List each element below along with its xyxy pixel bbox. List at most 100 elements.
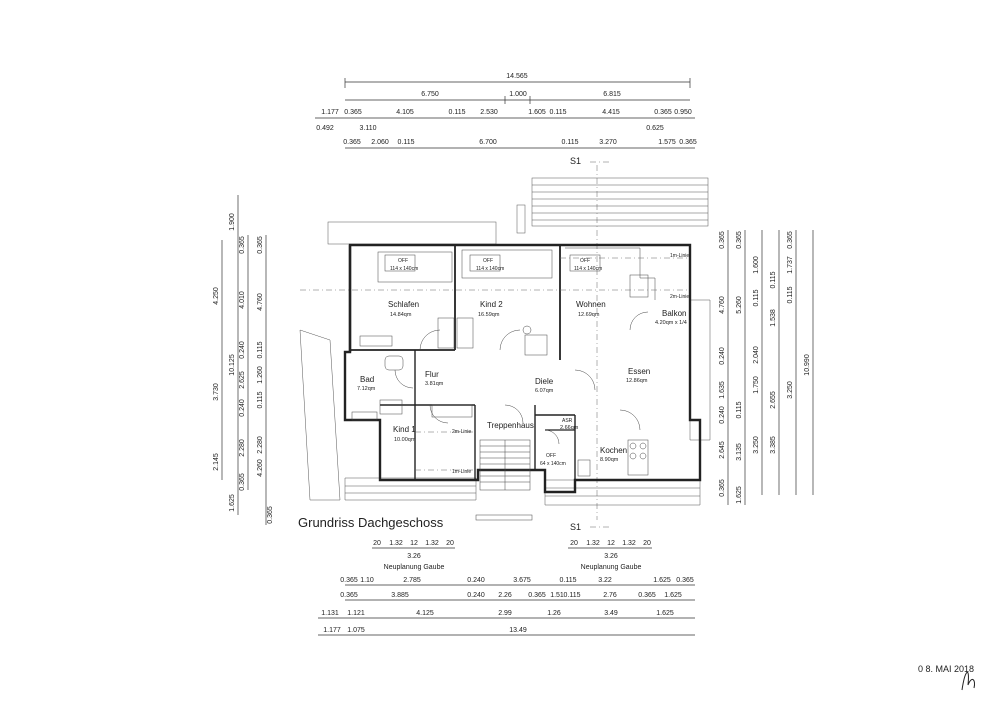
dim-bot2-5: 1.51 <box>550 592 564 599</box>
dim-row1-c: 6.815 <box>603 91 621 98</box>
window-schlafen-off: OFF <box>398 258 408 264</box>
dim-bot1-3: 0.240 <box>467 577 485 584</box>
dim-left-mid1-1: 3.730 <box>213 383 220 401</box>
dim-row4-4: 0.115 <box>562 139 579 146</box>
dim-row2-8: 0.365 <box>654 109 672 116</box>
window-kind2-size: 114 x 140cm <box>476 266 504 272</box>
gaube-left-label: Neuplanung Gaube <box>384 564 445 571</box>
dim-left-mid2-2: 0.240 <box>239 341 246 359</box>
room-bad-area: 7.12qm <box>357 386 376 392</box>
room-flur-area: 3.81qm <box>425 381 444 387</box>
dim-bot2-1: 3.885 <box>391 592 409 599</box>
dim-row2-4: 2.530 <box>480 109 498 116</box>
dim-bot2-7: 2.76 <box>603 592 617 599</box>
dim-bot2-0: 0.365 <box>340 592 358 599</box>
dim-bot4-1: 1.075 <box>347 627 365 634</box>
dim-row2-3: 0.115 <box>449 109 466 116</box>
room-diele-area: 6.07qm <box>535 388 554 394</box>
dim-left-mid2-4: 0.240 <box>239 399 246 417</box>
dim-right-col2-1: 5.260 <box>736 296 743 314</box>
dim-bot2-2: 0.240 <box>467 592 485 599</box>
height-lines: 1m-Linie 2m-Linie 2m-Linie 1m-Linie <box>300 253 690 475</box>
dim-row4-7: 0.365 <box>679 139 697 146</box>
dim-row4-1: 2.060 <box>371 139 389 146</box>
stove-icon <box>627 439 649 476</box>
bed-schlafen <box>377 251 453 283</box>
plan-title: Grundriss Dachgeschoss <box>298 515 444 530</box>
dim-bot3-1: 1.121 <box>347 610 365 617</box>
toilet-icon <box>384 355 404 371</box>
gaube-left-part-3: 1.32 <box>425 540 439 547</box>
left-dimension-chains: 1.900 10.125 1.625 4.250 3.730 2.145 0.3… <box>213 195 274 525</box>
outer-walls <box>343 243 702 494</box>
dim-bot2-8: 0.365 <box>638 592 656 599</box>
line-label-1m-top: 1m-Linie <box>670 253 689 259</box>
dim-row4-5: 3.270 <box>599 139 617 146</box>
dim-bot1-0: 0.365 <box>340 577 358 584</box>
dim-left-mid3-2: 0.115 <box>257 341 264 358</box>
dim-right-col2-3: 3.135 <box>736 443 743 461</box>
interior-walls <box>350 245 576 480</box>
dim-bot1-8: 0.365 <box>676 577 694 584</box>
gaube-right-part-3: 1.32 <box>622 540 636 547</box>
dim-right-overall: 10.990 <box>804 354 811 376</box>
bathtub-icon <box>351 411 378 421</box>
dim-bot1-4: 3.675 <box>513 577 531 584</box>
room-kochen-area: 8.90qm <box>600 457 619 463</box>
dim-right-col1-0: 0.365 <box>719 231 726 249</box>
dim-right-col4-0: 0.115 <box>770 271 777 288</box>
dim-row4-3: 6.700 <box>479 139 497 146</box>
dim-right-col4-1: 1.538 <box>770 309 777 327</box>
gaube-right-part-0: 20 <box>570 540 578 547</box>
dim-bot1-6: 3.22 <box>598 577 612 584</box>
gaube-left-total: 3.26 <box>407 553 421 560</box>
dim-row1-a: 6.750 <box>421 91 439 98</box>
room-kind2-area: 16.59qm <box>478 312 500 318</box>
room-kind1-area: 10.00qm <box>394 437 416 443</box>
dim-right-col3-3: 1.750 <box>753 376 760 394</box>
dim-right-col5-2: 0.115 <box>787 286 794 303</box>
gaube-right-total: 3.26 <box>604 553 618 560</box>
room-kochen-name: Kochen <box>600 446 627 455</box>
gaube-right-part-1: 1.32 <box>586 540 600 547</box>
dim-row1-b: 1.000 <box>509 91 527 98</box>
dim-row4-6: 1.575 <box>658 139 676 146</box>
room-schlafen-area: 14.84qm <box>390 312 412 318</box>
line-label-2m-kind1: 2m-Linie <box>452 429 471 435</box>
dim-left-mid2-5: 2.280 <box>239 439 246 457</box>
dim-right-col4-2: 2.655 <box>770 391 777 409</box>
dim-row2-0: 1.177 <box>321 109 339 116</box>
gaube-dimensions-left: 20 1.32 12 1.32 20 3.26 Neuplanung Gaube <box>372 540 455 571</box>
window-labels: OFF 114 x 140cm OFF 114 x 140cm OFF 114 … <box>384 254 602 467</box>
dim-overall-width: 14.565 <box>506 73 528 80</box>
gaube-left-part-0: 20 <box>373 540 381 547</box>
line-label-2m-top: 2m-Linie <box>670 294 689 300</box>
dim-bot1-7: 1.625 <box>653 577 671 584</box>
dim-left-mid3-3: 1.260 <box>257 366 264 384</box>
dim-bot2-9: 1.625 <box>664 592 682 599</box>
gaube-right-part-2: 12 <box>607 540 615 547</box>
dim-row4-0: 0.365 <box>343 139 361 146</box>
room-balkon-area: 4.20qm x 1/4 <box>655 320 687 326</box>
dim-row4-2: 0.115 <box>398 139 415 146</box>
room-treppenhaus-name: Treppenhaus <box>487 421 534 430</box>
signature-mark <box>961 672 975 691</box>
room-flur-name: Flur <box>425 370 439 379</box>
dim-bot3-4: 1.26 <box>547 610 561 617</box>
wardrobe-schlafen <box>359 335 393 347</box>
window-kochen-off: OFF <box>546 453 556 459</box>
dim-row2-1: 0.365 <box>344 109 362 116</box>
dim-left-mid2-3: 2.625 <box>239 371 246 389</box>
bottom-dimension-chains: 0.365 1.10 2.785 0.240 3.675 0.115 3.22 … <box>318 577 695 636</box>
dim-right-col1-5: 2.645 <box>719 441 726 459</box>
dim-right-col1-4: 0.240 <box>719 406 726 424</box>
room-essen-name: Essen <box>628 367 650 376</box>
wardrobe-kind2 <box>456 317 474 349</box>
gaube-dimensions-right: 20 1.32 12 1.32 20 3.26 Neuplanung Gaube <box>568 540 652 571</box>
room-balkon-name: Balkon <box>662 309 686 318</box>
dim-right-col5-0: 0.365 <box>787 231 794 249</box>
dim-bot2-6: 0.115 <box>564 592 581 599</box>
dim-bot3-2: 4.125 <box>416 610 434 617</box>
gaube-right-part-4: 20 <box>643 540 651 547</box>
bed-kind2 <box>461 249 553 279</box>
